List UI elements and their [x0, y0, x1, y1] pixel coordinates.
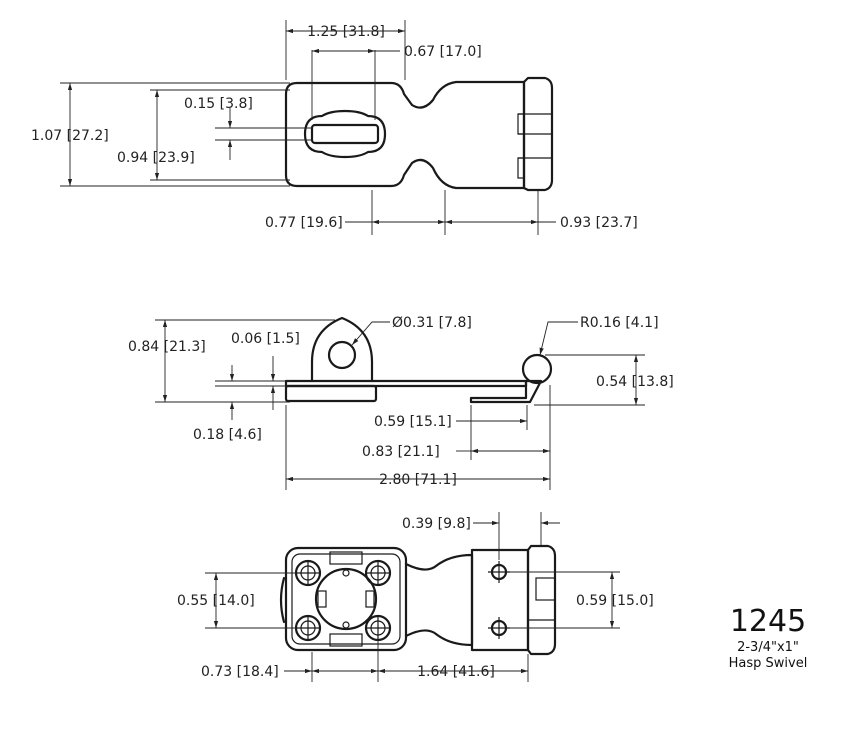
hinge-hole-bottom: [488, 617, 510, 639]
dim-tab-overall: 0.83 [21.1]: [362, 444, 440, 460]
base-plate: [284, 546, 408, 652]
dim-hinge-radius: R0.16 [4.1]: [580, 315, 659, 331]
hasp-plate-outline: [284, 80, 526, 190]
dim-hinge-offset: 0.39 [9.8]: [402, 516, 471, 532]
staple-eye: [310, 316, 374, 383]
staple-slot: [303, 109, 387, 159]
dim-overall-length: 1.25 [31.8]: [307, 24, 385, 40]
dim-neck: 0.77 [19.6]: [265, 215, 343, 231]
dim-hinge-hole-spacing: 0.59 [15.0]: [576, 593, 654, 609]
dim-slot-offset: 0.67 [17.0]: [404, 44, 482, 60]
bottom-view: 0.39 [9.8] 0.55 [14.0] 0.59 [15.0] 0.73 …: [177, 512, 654, 682]
base-hole-tr: [364, 559, 392, 587]
dim-base-hole-spacing: 0.55 [14.0]: [177, 593, 255, 609]
part-number: 1245: [729, 604, 807, 639]
part-description: Hasp Swivel: [728, 656, 808, 671]
side-view: Ø0.31 [7.8] R0.16 [4.1] 0.84 [21.3] 0.06…: [128, 315, 674, 490]
base-hole-tl: [294, 559, 322, 587]
title-block: 1245 2-3/4"x1" Hasp Swivel: [716, 604, 820, 672]
dim-plate-height: 0.94 [23.9]: [117, 150, 195, 166]
dim-total-length: 2.80 [71.1]: [379, 472, 457, 488]
hinge-knuckle-bottom: [526, 544, 557, 656]
dim-total-height: 0.84 [21.3]: [128, 339, 206, 355]
dim-base-offset: 0.73 [18.4]: [201, 664, 279, 680]
base-hole-br: [364, 614, 392, 642]
top-view: 1.25 [31.8] 0.67 [17.0] 0.15 [3.8] 1.07 …: [31, 20, 638, 235]
part-size: 2-3/4"x1": [737, 640, 799, 655]
slot-opening: [310, 123, 380, 145]
base-edge: [279, 576, 286, 624]
hinge-hole-top: [488, 561, 510, 583]
eye-hole: [327, 340, 357, 370]
neck-bottom: [404, 553, 474, 647]
hinge-barrel: [521, 353, 553, 385]
dim-hinge-height: 0.54 [13.8]: [596, 374, 674, 390]
dim-eye-diameter: Ø0.31 [7.8]: [392, 315, 472, 331]
dim-slot-width: 0.15 [3.8]: [184, 96, 253, 112]
dim-tab: 0.59 [15.1]: [374, 414, 452, 430]
dim-hole-to-hole: 1.64 [41.6]: [417, 664, 495, 680]
dim-hinge: 0.93 [23.7]: [560, 215, 638, 231]
hinge-tab: [469, 379, 543, 404]
dim-overall-height: 1.07 [27.2]: [31, 128, 109, 144]
dim-plate-thickness: 0.06 [1.5]: [231, 331, 300, 347]
base-block: [284, 384, 378, 403]
hinge-knuckle: [522, 76, 554, 192]
center-opening: [314, 567, 378, 631]
base-hole-bl: [294, 614, 322, 642]
dim-base-thickness: 0.18 [4.6]: [193, 427, 262, 443]
